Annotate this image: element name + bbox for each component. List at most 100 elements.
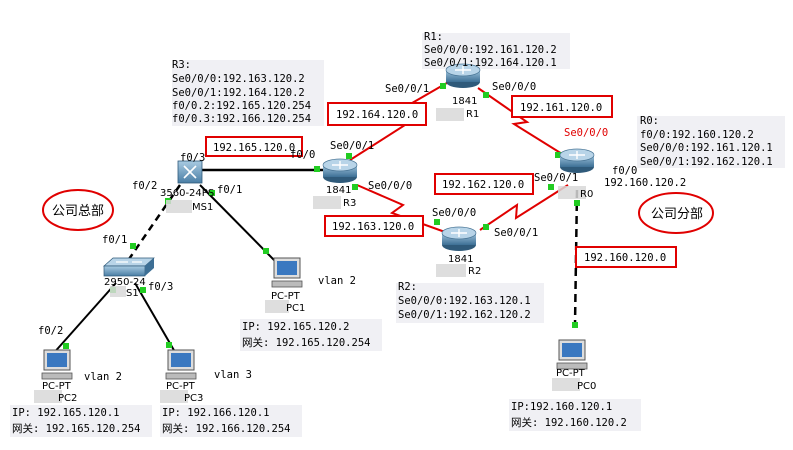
r1-iface1: Se0/0/0:192.161.120.2: [424, 44, 557, 56]
r1-model: 1841: [452, 96, 477, 107]
r0-iface2: Se0/0/0:192.161.120.1: [640, 142, 773, 154]
r3-name: R3: [343, 198, 356, 209]
r0-port-se001: Se0/0/1: [534, 172, 578, 184]
r2-iface2: Se0/0/1:192.162.120.2: [398, 309, 531, 321]
r3-info: R3: Se0/0/0:192.163.120.2 Se0/0/1:192.16…: [172, 59, 311, 125]
r1-port-se000: Se0/0/0: [492, 81, 536, 93]
r3-model: 1841: [326, 185, 351, 196]
router-r3[interactable]: [322, 158, 358, 183]
pc3-name: PC3: [184, 393, 203, 404]
link-s1-pc3[interactable]: [134, 282, 176, 353]
pc0-gw: 网关: 192.160.120.2: [511, 416, 627, 429]
network-labels: 192.164.120.0 192.161.120.0 192.165.120.…: [213, 102, 666, 264]
r0-port-f00: f0/0: [612, 165, 637, 177]
link-s1-pc2[interactable]: [51, 282, 117, 356]
r0-port-se000: Se0/0/0: [564, 127, 608, 139]
r2-label: R2:: [398, 281, 417, 293]
pc1-vlan: vlan 2: [318, 275, 356, 287]
r3-iface4: f0/0.3:192.166.120.254: [172, 113, 311, 125]
link-r1-r0[interactable]: [477, 87, 576, 163]
r3-iface3: f0/0.2:192.165.120.254: [172, 100, 311, 112]
r3-port-se000: Se0/0/0: [368, 180, 412, 192]
blurred-names: [34, 108, 586, 403]
s1-port-f03: f0/3: [148, 281, 173, 293]
site-branch-label: 公司分部: [651, 207, 703, 222]
s1-port-f01: f0/1: [102, 234, 127, 246]
site-hq-label: 公司总部: [52, 204, 104, 219]
site-hq-ellipse: [42, 189, 114, 231]
pc2-name: PC2: [58, 393, 77, 404]
pc2-vlan: vlan 2: [84, 371, 122, 383]
ms1-name: MS1: [192, 202, 213, 213]
r3-iface1: Se0/0/0:192.163.120.2: [172, 73, 305, 85]
r2-model: 1841: [448, 254, 473, 265]
r1-iface2: Se0/0/1:192.164.120.1: [424, 57, 557, 69]
s1-name: S1: [126, 288, 139, 299]
port-dots: [63, 83, 580, 349]
pc3-model: PC-PT: [166, 381, 196, 392]
pc0-model: PC-PT: [556, 368, 586, 379]
pc3-gw: 网关: 192.166.120.254: [162, 422, 290, 435]
r3-port-se001: Se0/0/1: [330, 140, 374, 152]
device-labels: 1841 R1 1841 R3 1841 R2 R0 3560-24PS MS1…: [42, 96, 596, 404]
r1-name: R1: [466, 109, 479, 120]
pc3-ip: IP: 192.166.120.1: [162, 407, 269, 419]
pc2-model: PC-PT: [42, 381, 72, 392]
router-r2[interactable]: [441, 226, 477, 251]
network-r3-r2: 192.163.120.0: [332, 221, 414, 233]
multilayer-switch-ms1[interactable]: [177, 160, 203, 184]
r2-info: R2: Se0/0/0:192.163.120.1 Se0/0/1:192.16…: [398, 281, 531, 321]
pc2-ip: IP: 192.165.120.1: [12, 407, 119, 419]
r0-label: R0:: [640, 115, 659, 127]
pc1-name: PC1: [286, 303, 305, 314]
r1-info: R1: Se0/0/0:192.161.120.2 Se0/0/1:192.16…: [424, 31, 557, 69]
pc3-vlan: vlan 3: [214, 369, 252, 381]
site-branch-ellipse: [638, 192, 714, 234]
r2-iface1: Se0/0/0:192.163.120.1: [398, 295, 531, 307]
r3-iface2: Se0/0/1:192.164.120.2: [172, 87, 305, 99]
r3-port-f00: f0/0: [290, 149, 315, 161]
pc2-gw: 网关: 192.165.120.254: [12, 422, 140, 435]
pc0-name: PC0: [577, 381, 596, 392]
r1-port-se001: Se0/0/1: [385, 83, 429, 95]
r0-name: R0: [580, 189, 593, 200]
r2-port-se001: Se0/0/1: [494, 227, 538, 239]
pc0-ip: IP:192.160.120.1: [511, 401, 612, 413]
r2-port-se000: Se0/0/0: [432, 207, 476, 219]
link-ms1-pc1[interactable]: [199, 184, 276, 262]
ms1-port-f01: f0/1: [217, 184, 242, 196]
network-ms1-r3: 192.165.120.0: [213, 142, 295, 154]
r0-iface1: f0/0:192.160.120.2: [640, 129, 754, 141]
pc-info: vlan 2 IP: 192.165.120.2 网关: 192.165.120…: [12, 275, 627, 435]
pc1-gw: 网关: 192.165.120.254: [242, 336, 370, 349]
s1-port-f02: f0/2: [38, 325, 63, 337]
ms1-model: 3560-24PS: [160, 188, 214, 199]
r0-iface3: Se0/0/1:192.162.120.1: [640, 156, 773, 168]
link-ms1-s1[interactable]: [125, 184, 182, 263]
pc1-model: PC-PT: [271, 291, 301, 302]
network-boxes: [205, 95, 677, 268]
network-r2-r0: 192.162.120.0: [442, 179, 524, 191]
port-labels: Se0/0/1 f0/0 Se0/0/0 Se0/0/1 Se0/0/0 Se0…: [38, 81, 686, 337]
label-backgrounds: [10, 33, 785, 437]
network-r1-r3: 192.164.120.0: [336, 109, 418, 121]
ms1-port-f02: f0/2: [132, 180, 157, 192]
pc-pc3[interactable]: [165, 349, 197, 380]
router-r1[interactable]: [445, 63, 481, 88]
router-r0[interactable]: [559, 148, 595, 173]
s1-model: 2950-24: [104, 277, 146, 288]
r0-port-f00-ip: 192.160.120.2: [604, 177, 686, 189]
pc-pc2[interactable]: [41, 349, 73, 380]
r2-name: R2: [468, 266, 481, 277]
pc1-ip: IP: 192.165.120.2: [242, 321, 349, 333]
r3-label: R3:: [172, 59, 191, 71]
ms1-port-f03: f0/3: [180, 152, 205, 164]
link-r2-r0[interactable]: [479, 184, 569, 231]
r1-label: R1:: [424, 31, 443, 43]
switch-s1[interactable]: [103, 257, 155, 277]
r0-info: R0: f0/0:192.160.120.2 Se0/0/0:192.161.1…: [640, 115, 773, 168]
pc-pc1[interactable]: [271, 257, 303, 288]
pc-pc0[interactable]: [556, 339, 588, 370]
network-r0-pc0: 192.160.120.0: [584, 252, 666, 264]
network-r1-r0: 192.161.120.0: [520, 102, 602, 114]
